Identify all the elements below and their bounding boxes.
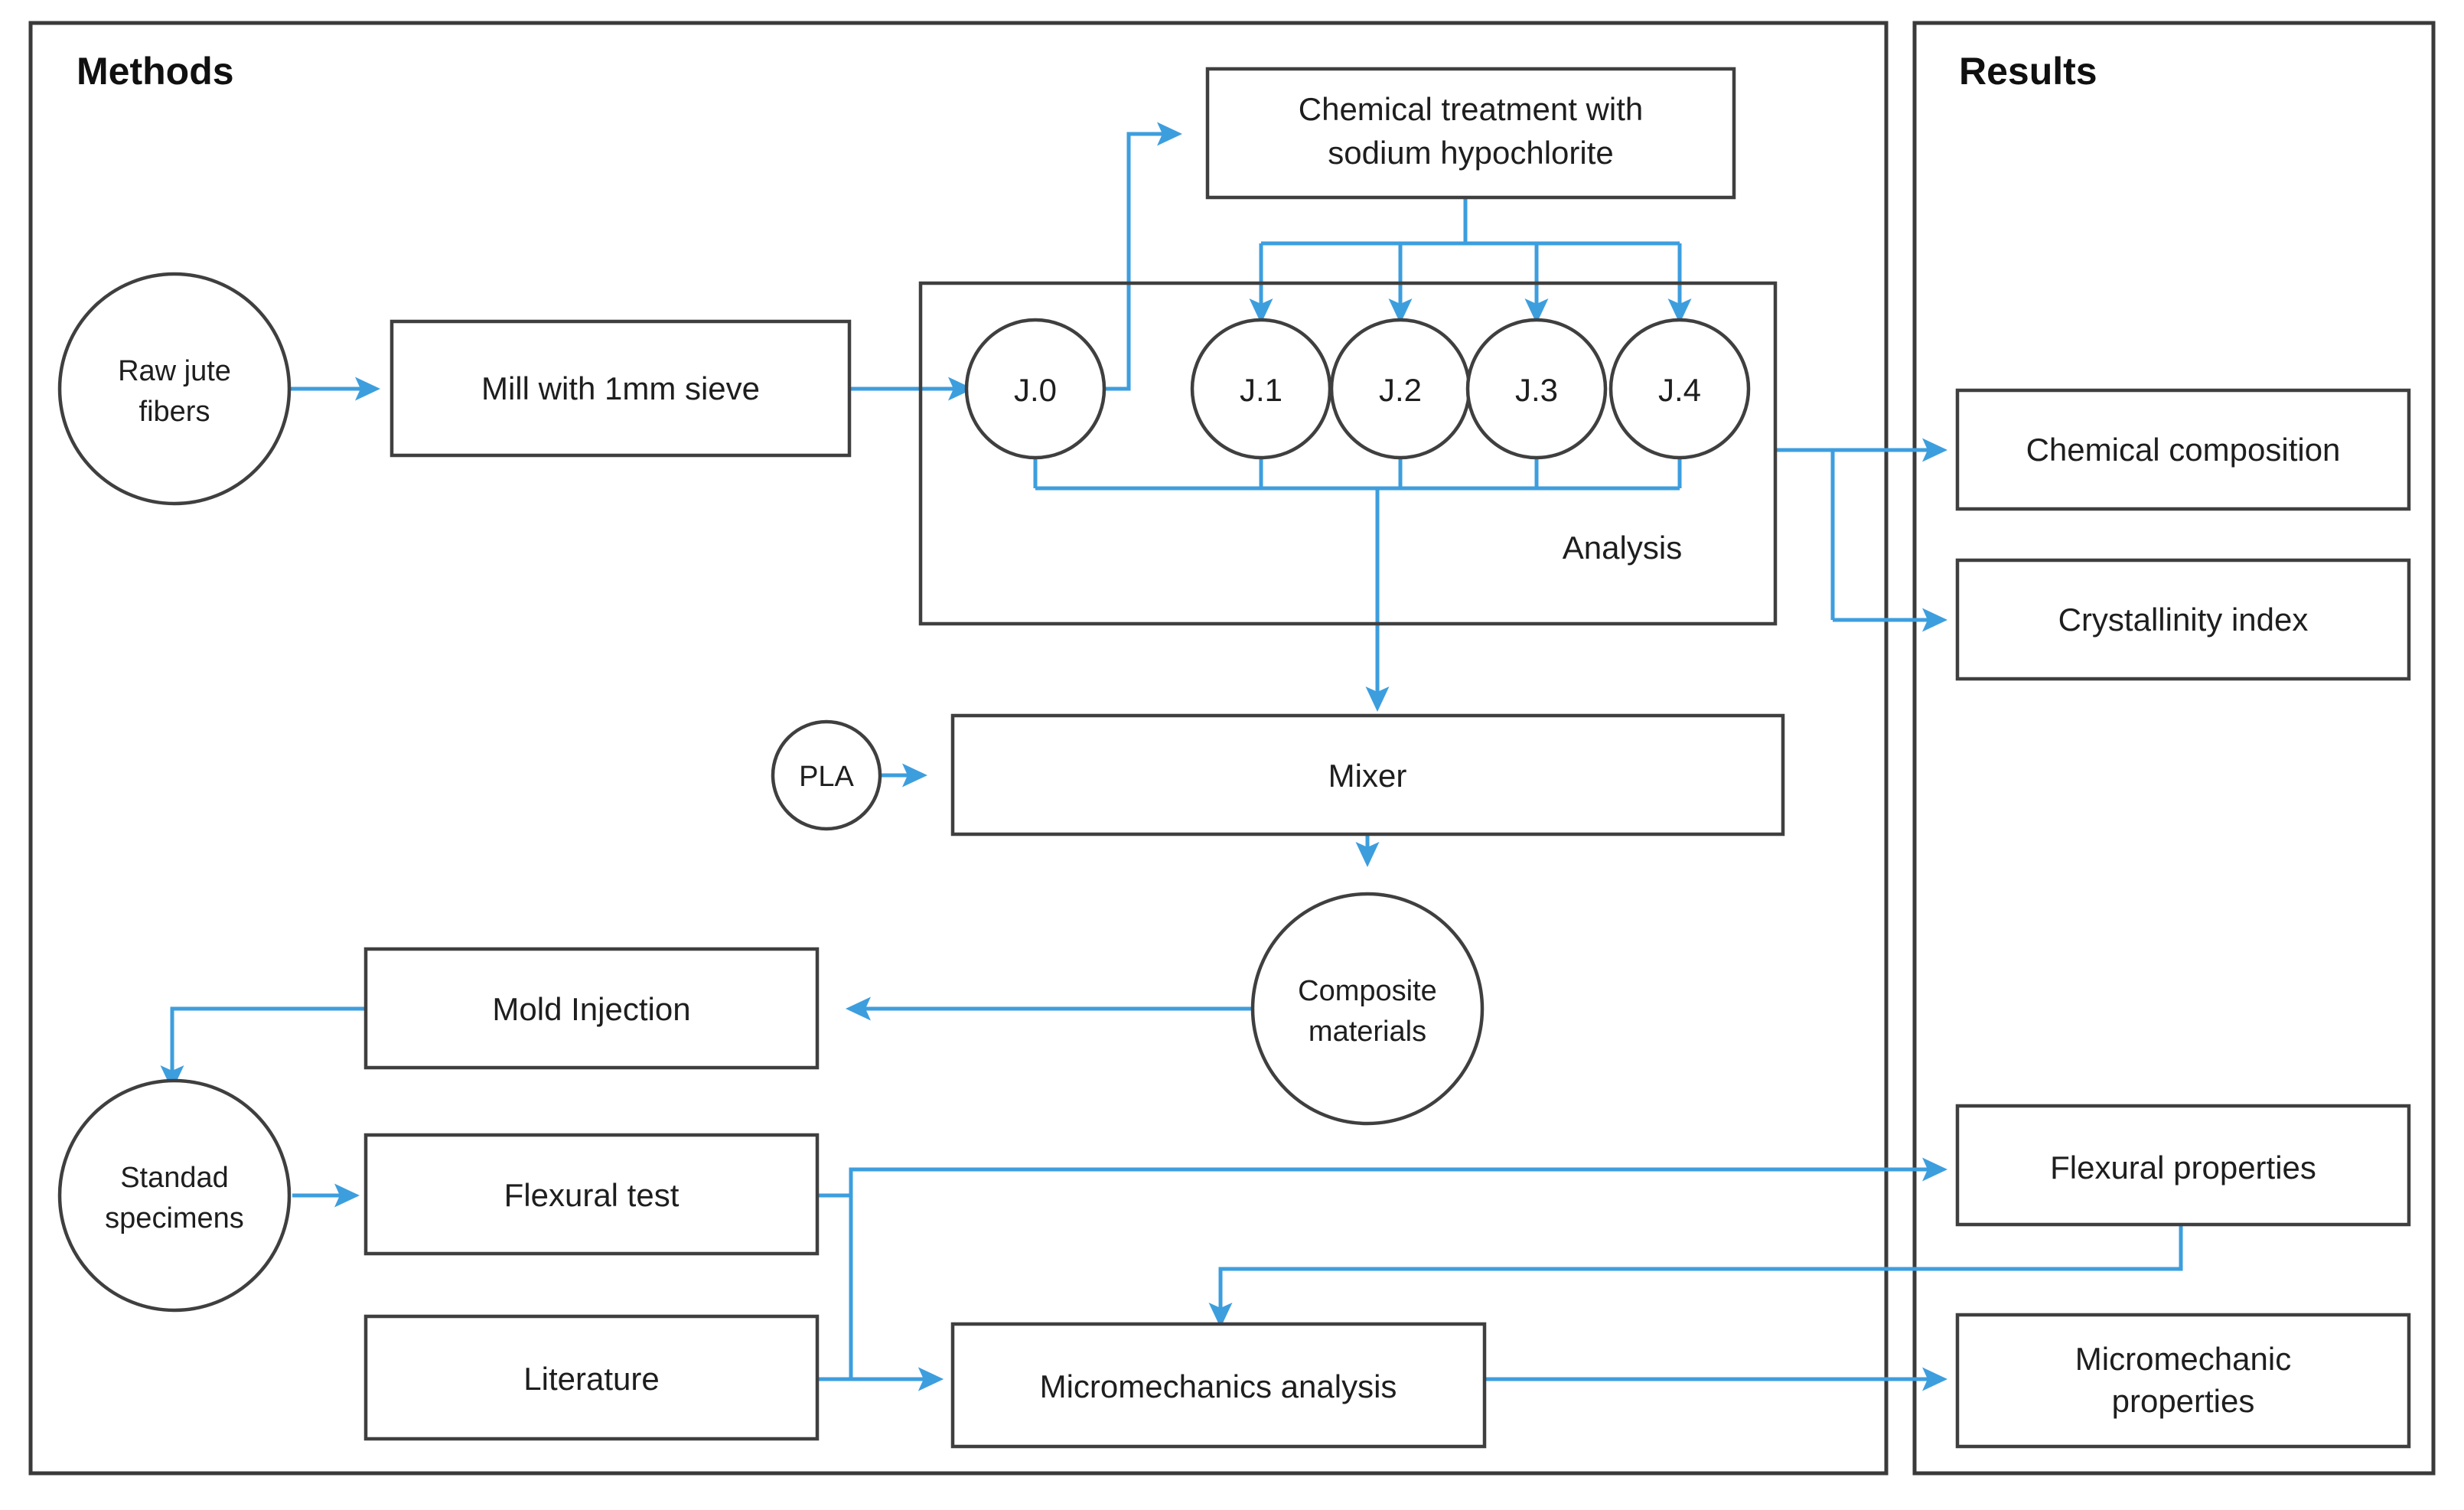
flexural-properties-label: Flexural properties: [2050, 1150, 2316, 1185]
node-j2[interactable]: J.2: [1329, 318, 1472, 460]
mixer-box[interactable]: [950, 713, 1785, 837]
node-j0[interactable]: J.0: [964, 318, 1107, 460]
standard-specimens-label-line2: specimens: [105, 1202, 244, 1234]
node-chemical-treatment[interactable]: Chemical treatment with sodium hypochlor…: [1205, 67, 1736, 200]
composite-materials-circle[interactable]: [1250, 892, 1485, 1126]
node-pla[interactable]: PLA: [771, 719, 882, 831]
analysis-group-label: Analysis: [1563, 530, 1682, 566]
j3-label: J.3: [1515, 372, 1558, 408]
literature-label: Literature: [523, 1361, 659, 1397]
chemical-composition-label: Chemical composition: [2026, 432, 2341, 468]
micromechanic-properties-box[interactable]: [1955, 1313, 2411, 1449]
j2-label: J.2: [1379, 372, 1422, 408]
node-mold-injection[interactable]: Mold Injection: [363, 947, 820, 1070]
composite-materials-label-line1: Composite: [1298, 975, 1437, 1007]
chemical-treatment-label-line1: Chemical treatment with: [1299, 91, 1644, 127]
mill-label: Mill with 1mm sieve: [481, 370, 760, 406]
node-j4[interactable]: J.4: [1608, 318, 1751, 460]
node-mill[interactable]: Mill with 1mm sieve: [389, 319, 852, 458]
pla-label: PLA: [799, 761, 854, 793]
edge-flexural-test-to-flexural-properties: [817, 1157, 1948, 1198]
mold-injection-label: Mold Injection: [492, 991, 690, 1027]
raw-jute-fibers-circle[interactable]: [57, 272, 292, 506]
crystallinity-index-label: Crystallinity index: [2058, 602, 2309, 638]
micromechanics-analysis-label: Micromechanics analysis: [1040, 1368, 1397, 1404]
node-chemical-composition[interactable]: Chemical composition: [1955, 388, 2411, 511]
j0-label: J.0: [1014, 372, 1057, 408]
micromechanics-analysis-box[interactable]: [950, 1322, 1487, 1449]
flexural-test-label: Flexural test: [504, 1177, 680, 1213]
node-flexural-test[interactable]: Flexural test: [363, 1133, 820, 1256]
flexural-properties-box[interactable]: [1955, 1104, 2411, 1227]
raw-jute-fibers-label-line2: fibers: [139, 396, 210, 428]
mill-box[interactable]: [389, 319, 852, 458]
j4-circle[interactable]: [1608, 318, 1751, 460]
node-j3[interactable]: J.3: [1465, 318, 1608, 460]
results-panel-title: Results: [1959, 50, 2097, 93]
node-composite-materials[interactable]: Composite materials: [1250, 892, 1485, 1126]
mold-injection-box[interactable]: [363, 947, 820, 1070]
literature-box[interactable]: [363, 1314, 820, 1441]
edge-mold-injection-to-specimens: [160, 1006, 366, 1091]
raw-jute-fibers-label-line1: Raw jute: [118, 355, 231, 387]
micromechanic-properties-label-line2: properties: [2112, 1383, 2255, 1419]
chemical-treatment-box[interactable]: [1205, 67, 1736, 200]
node-standard-specimens[interactable]: Standad specimens: [57, 1078, 292, 1313]
edge-flexural-properties-to-micromechanics: [1208, 1223, 2183, 1329]
pla-circle[interactable]: [771, 719, 882, 831]
j4-label: J.4: [1658, 372, 1701, 408]
micromechanic-properties-label-line1: Micromechanic: [2075, 1341, 2291, 1377]
chemical-treatment-label-line2: sodium hypochlorite: [1328, 135, 1614, 171]
node-flexural-properties[interactable]: Flexural properties: [1955, 1104, 2411, 1227]
standard-specimens-circle[interactable]: [57, 1078, 292, 1313]
node-crystallinity-index[interactable]: Crystallinity index: [1955, 558, 2411, 681]
node-literature[interactable]: Literature: [363, 1314, 820, 1441]
analysis-group-box: [918, 281, 1778, 626]
flexural-test-box[interactable]: [363, 1133, 820, 1256]
results-panel: [1912, 21, 2436, 1476]
mixer-label: Mixer: [1328, 758, 1407, 794]
node-j1[interactable]: J.1: [1190, 318, 1332, 460]
standard-specimens-label-line1: Standad: [120, 1162, 229, 1194]
edge-j0-to-chemical-treatment: [1102, 122, 1183, 391]
node-micromechanics-analysis[interactable]: Micromechanics analysis: [950, 1322, 1487, 1449]
node-raw-jute-fibers[interactable]: Raw jute fibers: [57, 272, 292, 506]
node-micromechanic-properties[interactable]: Micromechanic properties: [1955, 1313, 2411, 1449]
chemical-composition-box[interactable]: [1955, 388, 2411, 511]
j1-label: J.1: [1240, 372, 1283, 408]
j0-circle[interactable]: [964, 318, 1107, 460]
j3-circle[interactable]: [1465, 318, 1608, 460]
composite-materials-label-line2: materials: [1309, 1016, 1426, 1048]
node-mixer[interactable]: Mixer: [950, 713, 1785, 837]
crystallinity-index-box[interactable]: [1955, 558, 2411, 681]
methods-panel-title: Methods: [77, 50, 234, 93]
